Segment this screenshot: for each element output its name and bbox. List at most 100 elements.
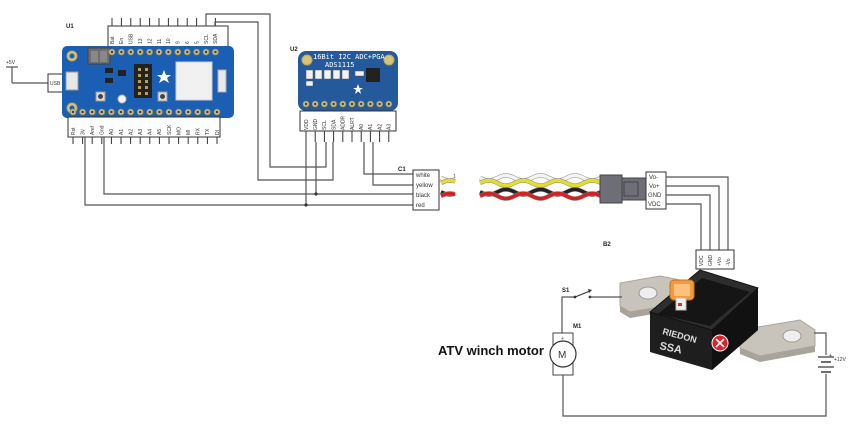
twisted-cable: [479, 173, 603, 201]
cable-connector-housing: [599, 174, 647, 204]
cable-strand: [440, 191, 456, 198]
u2-pin-label: A1: [368, 124, 374, 130]
cable-pin-vo-plus: Vo+: [649, 184, 660, 190]
cable-strand: [479, 178, 603, 188]
u1-bottom-pin-label: Gnd: [100, 125, 106, 135]
u2-pin-label: GND: [313, 119, 319, 131]
u1-top-pin-label: 12: [147, 38, 153, 44]
svg-text:+: +: [561, 336, 564, 342]
u1-sd-card: [175, 61, 213, 101]
switch-ref-label: S1: [562, 288, 570, 294]
c1-pin-white: white: [415, 173, 431, 179]
u1-bottom-pin-label: DI: [215, 130, 221, 135]
c1-pin-yellow: yellow: [416, 183, 433, 189]
cable-strand: [440, 178, 456, 185]
u1-usb-connector: [65, 71, 79, 91]
sensor-pin-header: B2 VDC GND +Vo -Vo: [603, 242, 735, 270]
u1-swd-header: [134, 64, 152, 98]
usb-label: USB: [50, 81, 61, 87]
sensor-cable-connector: Vo- Vo+ GND VDC: [645, 171, 667, 210]
u2-pin-label: ADDR: [341, 115, 347, 130]
supply-5v: +5V: [6, 60, 48, 84]
u2-pin-label: A0: [359, 124, 365, 130]
u1-bottom-pin-label: MO: [176, 127, 182, 135]
u1-bottom-pin-label: A3: [138, 129, 144, 135]
u1-top-pin-label: En: [119, 38, 125, 44]
u2-pads: [302, 100, 393, 108]
wire-scl: [205, 13, 327, 168]
u1-bottom-pin-label: A0: [109, 129, 115, 135]
u1-bottom-pin-label: A4: [148, 129, 154, 135]
cable-strand: [479, 173, 603, 183]
supply-5v-label: +5V: [6, 60, 16, 66]
wire-a1-yellow: [372, 142, 415, 186]
wiring-cable-sensor: [666, 176, 729, 250]
sensor-model: SSA: [658, 340, 683, 356]
motor-caption: ATV winch motor: [438, 343, 544, 358]
motor-icon: [549, 340, 577, 368]
u1-bottom-pin-label: A5: [157, 129, 163, 135]
wire-gnd-black: [103, 137, 415, 195]
u1-top-pin-label: USB: [129, 33, 135, 44]
u1-bottom-pads: [69, 108, 221, 116]
motor-ref-label: M1: [573, 324, 582, 330]
u1-top-pin-label: 6: [185, 41, 191, 44]
motor-symbol: M: [558, 350, 566, 361]
u1-bottom-pin-label: Aref: [90, 125, 96, 135]
u2-pin-label: SCL: [322, 120, 328, 130]
u1-bottom-pin-label: Rst: [71, 127, 77, 135]
c1-pin1-marker: 1: [453, 174, 456, 180]
u1-bottom-pin-label: SCK: [167, 124, 173, 135]
riedon-ssa-current-sensor: RIEDON SSA: [619, 269, 816, 370]
u1-top-pin-label: SDA: [213, 33, 219, 44]
cable-pin-vdc: VDC: [648, 202, 661, 208]
u2-pin-label: SDA: [331, 119, 337, 130]
u1-bottom-pin-label: MI: [186, 129, 192, 135]
cable-strand: [479, 191, 603, 201]
battery-label: +12V: [834, 357, 846, 363]
u2-pin-label: VDD: [304, 119, 310, 130]
u2-pin-label: A2: [377, 124, 383, 130]
u2-pin-label: ALRT: [350, 117, 356, 130]
cable-strand: [479, 187, 603, 197]
cable-pin-vo-minus: Vo-: [649, 175, 658, 181]
c1-connector: C1 white yellow black red 1: [398, 167, 456, 211]
u1-top-pin-label: 9: [176, 41, 182, 44]
sensor-pin-gnd: GND: [708, 255, 714, 267]
wire-sda: [214, 21, 334, 181]
cable-pin-gnd: GND: [648, 193, 662, 199]
wire-3v-red: [84, 137, 415, 206]
u1-top-pin-label: 5: [194, 41, 200, 44]
c1-ref-label: C1: [398, 167, 406, 173]
u1-ref-label: U1: [66, 24, 74, 30]
svg-text:+: +: [829, 353, 832, 359]
sensor-pin-vdc: VDC: [699, 255, 705, 266]
u1-bottom-header: [67, 116, 221, 138]
wire-a0-white: [363, 142, 415, 175]
c1-pin-black: black: [416, 193, 431, 199]
u2-header: [299, 110, 397, 132]
sensor-pin-vo-minus: -Vo: [726, 258, 732, 266]
u1-bottom-pin-label: TX: [205, 128, 211, 135]
u1-bottom-pin-label: 3V: [80, 128, 86, 135]
switch-lever: [574, 290, 591, 298]
u1-bottom-pin-label: A1: [119, 129, 125, 135]
power-circuit: S1 M1 M + + +12V: [549, 288, 846, 417]
u1-bottom-pin-label: A2: [128, 129, 134, 135]
u2-board-title: 16Bit I2C ADC+PGA: [313, 53, 385, 61]
u1-top-pin-label: 13: [138, 38, 144, 44]
u2-pin-label: A3: [387, 124, 393, 130]
u1-top-pin-label: 10: [166, 38, 172, 44]
cable-stub-left: [440, 175, 456, 199]
u1-top-pin-label: Bat: [110, 36, 116, 44]
wiring-u1-u2: [84, 13, 415, 207]
u2-board-subtitle: ADS1115: [325, 61, 355, 69]
u1-top-pin-label: SCL: [204, 34, 210, 44]
sensor-ref-label: B2: [603, 242, 611, 248]
u1-top-pin-label: 11: [157, 39, 163, 44]
u1-bottom-pin-label: RX: [196, 127, 202, 135]
